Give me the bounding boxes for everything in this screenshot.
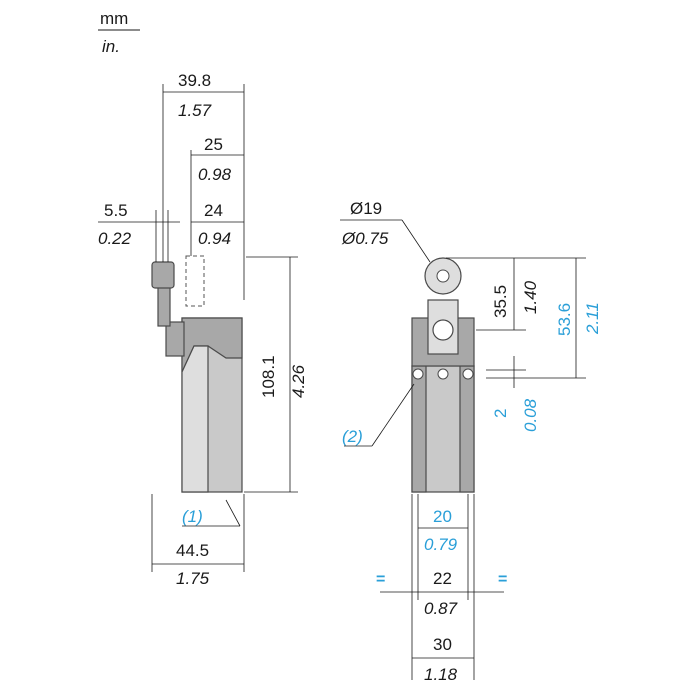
screw-icon xyxy=(462,368,474,380)
front-roller-hub xyxy=(436,269,450,283)
dim-roller-width-mm: 24 xyxy=(204,201,223,220)
dim-head-height-mm: 53.6 xyxy=(555,303,574,336)
dim-height-mm: 108.1 xyxy=(259,355,278,398)
dim-travel-mm: 2 xyxy=(491,409,510,418)
dim-width22-in: 0.87 xyxy=(424,599,458,618)
dim-roller-width-in: 0.94 xyxy=(198,229,231,248)
equal-mark-right: = xyxy=(498,571,507,588)
callout-leader xyxy=(371,383,415,447)
screw-icon xyxy=(412,368,424,380)
side-view: 39.8 1.57 25 0.98 24 0.94 5.5 0.22 108.1… xyxy=(98,71,308,588)
dim-roller-height-mm: 35.5 xyxy=(491,285,510,318)
side-lever-base xyxy=(165,321,185,357)
dim-base-width-mm: 44.5 xyxy=(176,541,209,560)
dim-roller-dia-in: Ø0.75 xyxy=(341,229,389,248)
dim-overall-width-in: 1.57 xyxy=(178,101,212,120)
dim-roller-height-in: 1.40 xyxy=(521,280,540,314)
callout-2: (2) xyxy=(342,427,363,446)
dim-roller-dia-mm: Ø19 xyxy=(350,199,382,218)
dim-width20-in: 0.79 xyxy=(424,535,458,554)
dim-height-in: 4.26 xyxy=(289,364,308,398)
front-body-edge xyxy=(459,365,475,493)
dim-travel-in: 0.08 xyxy=(521,398,540,432)
front-body-edge xyxy=(411,365,427,493)
dim-roller-gap-in: 0.22 xyxy=(98,229,132,248)
equal-mark-left: = xyxy=(376,571,385,588)
dim-width22-mm: 22 xyxy=(433,569,452,588)
callout-leader xyxy=(225,499,241,527)
unit-mm: mm xyxy=(100,9,128,28)
dim-base-width-in: 1.75 xyxy=(176,569,210,588)
dim-width20-mm: 20 xyxy=(433,507,452,526)
front-pivot xyxy=(432,319,454,341)
screw-icon xyxy=(437,368,449,380)
dim-lever-offset-mm: 25 xyxy=(204,135,223,154)
unit-in: in. xyxy=(102,37,120,56)
dim-width30-mm: 30 xyxy=(433,635,452,654)
side-roller-alt xyxy=(185,255,205,307)
dim-head-height-in: 2.11 xyxy=(583,302,602,335)
dim-width30-in: 1.18 xyxy=(424,665,458,684)
dim-overall-width-mm: 39.8 xyxy=(178,71,211,90)
callout-1: (1) xyxy=(182,507,203,526)
side-roller xyxy=(151,261,175,289)
dim-roller-gap-mm: 5.5 xyxy=(104,201,128,220)
dim-lever-offset-in: 0.98 xyxy=(198,165,232,184)
side-lever-arm xyxy=(157,285,171,327)
units-legend: mm in. xyxy=(98,9,140,56)
dim-leader xyxy=(401,219,431,263)
front-view: Ø19 Ø0.75 35.5 1.40 53.6 2.11 2 0.08 (2)… xyxy=(340,199,602,684)
side-body-edge xyxy=(181,345,209,493)
